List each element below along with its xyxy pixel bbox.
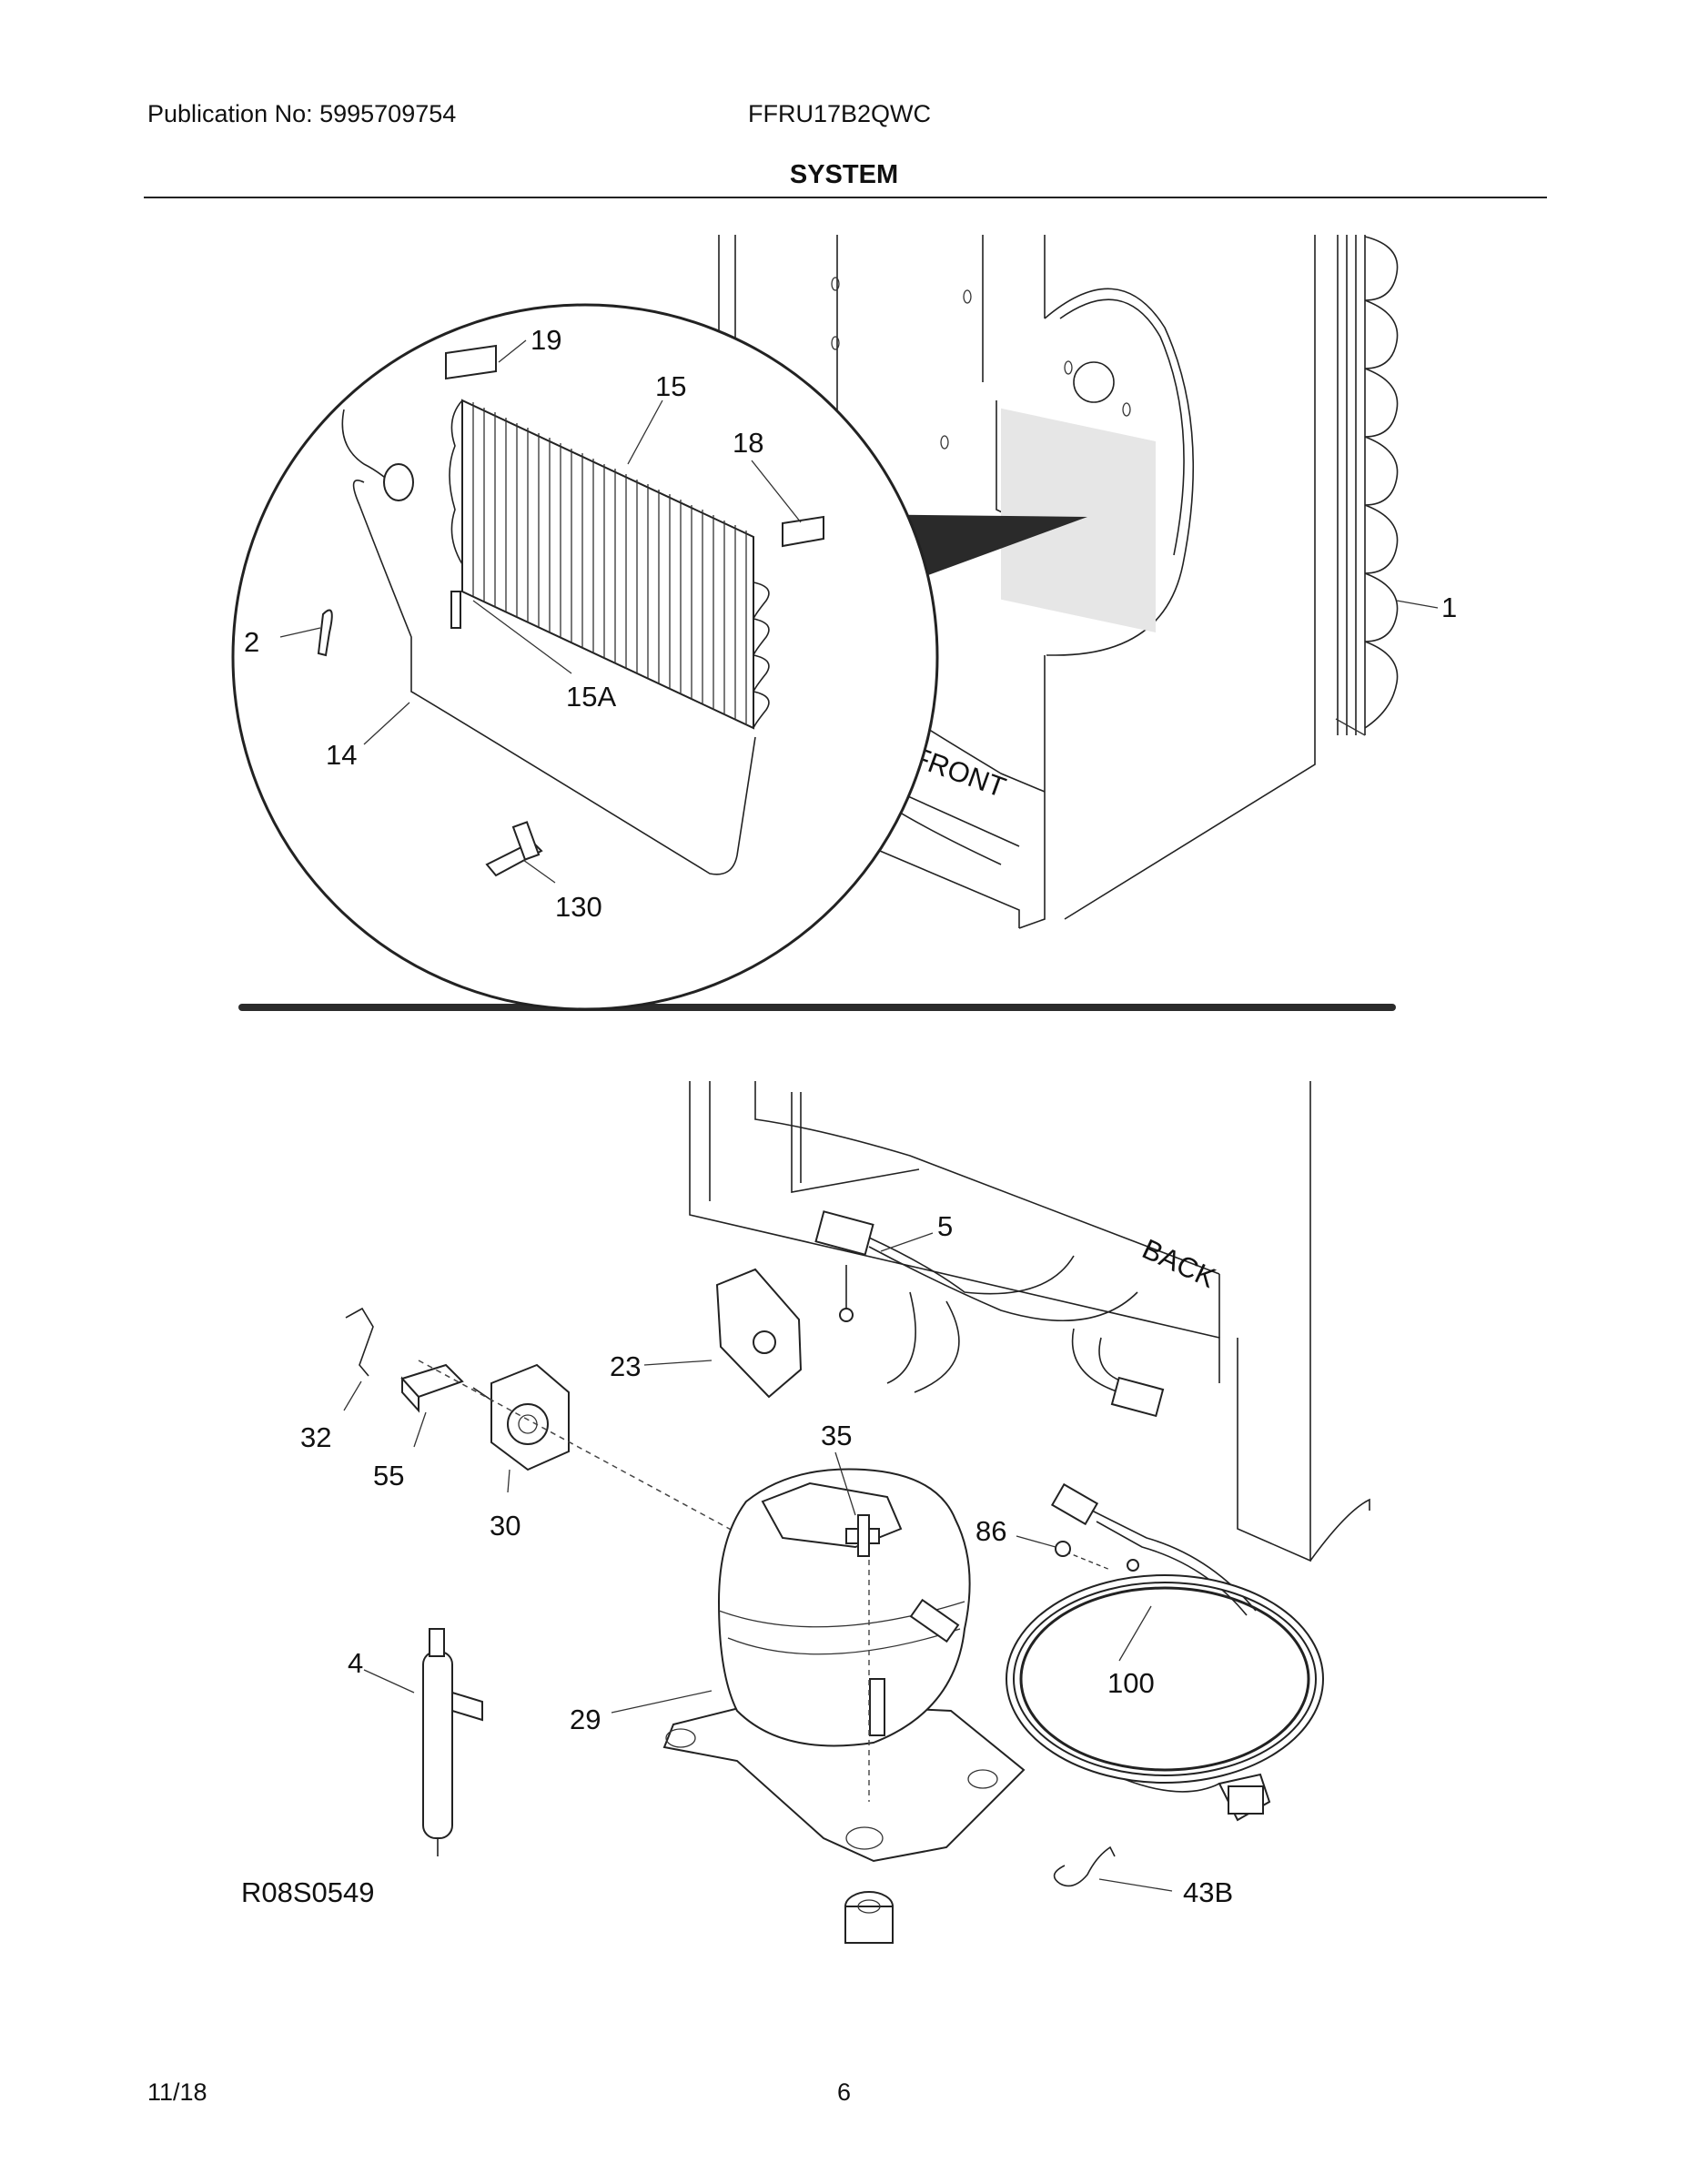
bottom-leader-lines bbox=[343, 1232, 1173, 1892]
callout-23: 23 bbox=[610, 1350, 641, 1382]
thermostat-sensor bbox=[383, 463, 414, 501]
header-rule bbox=[144, 197, 1547, 198]
part-23-bracket bbox=[715, 1268, 803, 1399]
callout-35: 35 bbox=[821, 1420, 852, 1451]
callout-2: 2 bbox=[244, 626, 259, 658]
callout-18: 18 bbox=[733, 427, 763, 459]
callout-1: 1 bbox=[1441, 592, 1457, 623]
part-35-bolt bbox=[845, 1514, 880, 1557]
part-5-wire-harness bbox=[814, 1210, 1165, 1418]
callout-15a: 15A bbox=[566, 681, 616, 713]
part-86-screw bbox=[1055, 1541, 1071, 1557]
callout-30: 30 bbox=[490, 1510, 521, 1542]
part-43b-clip bbox=[1053, 1845, 1116, 1887]
publication-number: Publication No: 5995709754 bbox=[147, 100, 457, 127]
part-19-cover bbox=[445, 344, 497, 380]
section-title: SYSTEM bbox=[789, 160, 899, 189]
callout-100: 100 bbox=[1107, 1667, 1155, 1699]
part-100-power-cord bbox=[1006, 1482, 1324, 1822]
callout-130: 130 bbox=[555, 891, 602, 923]
callout-29: 29 bbox=[570, 1704, 601, 1735]
callout-19: 19 bbox=[531, 324, 561, 356]
callout-43b: 43B bbox=[1183, 1876, 1233, 1908]
part-29-compressor bbox=[662, 1468, 1026, 1944]
callout-14: 14 bbox=[326, 739, 357, 771]
footer-page-number: 6 bbox=[837, 2078, 852, 2106]
section-divider bbox=[238, 1004, 1396, 1011]
callout-15: 15 bbox=[655, 370, 686, 402]
part-30-relay bbox=[472, 1363, 570, 1471]
part-32-clip bbox=[345, 1307, 374, 1377]
callout-32: 32 bbox=[300, 1421, 331, 1453]
model-number: FFRU17B2QWC bbox=[748, 100, 932, 127]
callout-86: 86 bbox=[975, 1515, 1006, 1547]
part-2-clip bbox=[317, 609, 333, 657]
assembly-dashed-line bbox=[418, 1360, 747, 1539]
condenser-coil bbox=[1335, 235, 1399, 736]
drawing-code: R08S0549 bbox=[241, 1876, 375, 1908]
footer-date: 11/18 bbox=[147, 2078, 207, 2106]
callout-55: 55 bbox=[373, 1460, 404, 1491]
callout-4: 4 bbox=[348, 1647, 363, 1679]
evaporator bbox=[449, 399, 770, 730]
part-4-drier bbox=[422, 1628, 483, 1856]
callout-5: 5 bbox=[937, 1210, 953, 1242]
part-14-drain-tube bbox=[352, 480, 756, 875]
top-leader-lines bbox=[279, 339, 1439, 884]
back-label: BACK bbox=[1137, 1233, 1221, 1295]
part-18-cover bbox=[782, 515, 824, 548]
